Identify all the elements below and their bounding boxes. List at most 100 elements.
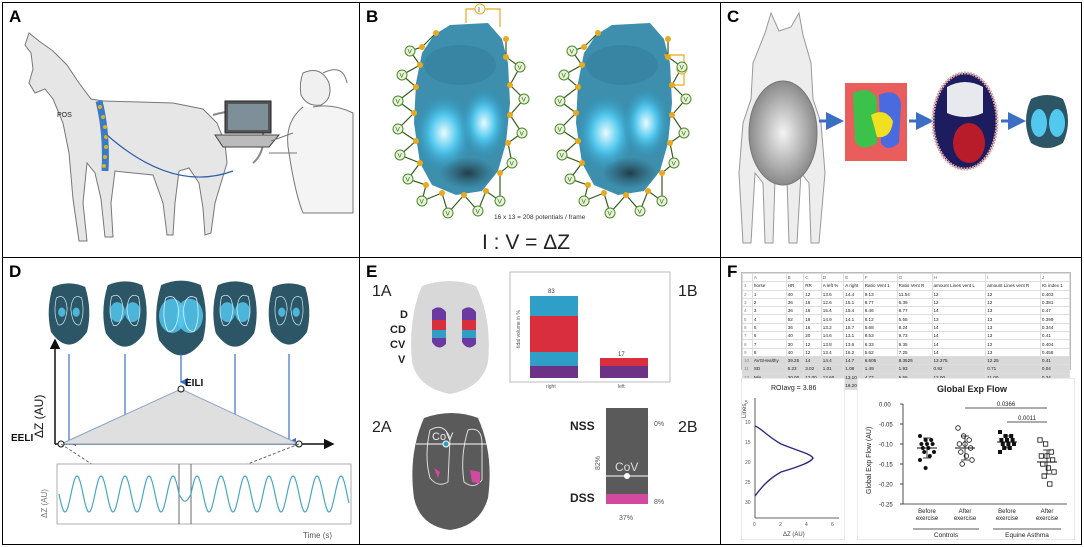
- voltmeter-icon: V: [516, 127, 528, 139]
- svg-text:V: V: [396, 99, 401, 106]
- roi-y-tick: 15: [745, 440, 751, 446]
- gef-point: [1038, 453, 1044, 459]
- svg-text:V: V: [684, 97, 689, 104]
- gef-point: [1045, 465, 1051, 471]
- cov-thorax: [412, 413, 490, 530]
- sub-2a: 2A: [372, 419, 392, 436]
- model-pipeline: [738, 11, 1068, 244]
- region-d: D: [400, 309, 408, 321]
- panel-c-label: C: [727, 7, 740, 26]
- panel-c: C: [720, 2, 1082, 258]
- roi-curve: [754, 425, 814, 497]
- gef-point: [956, 441, 963, 447]
- voltmeter-icon: V: [558, 69, 570, 81]
- gef-point: [969, 457, 975, 463]
- gef-x-labels: BeforeexerciseAfterexerciseBeforeexercis…: [913, 509, 1061, 539]
- eit-frame-1: [48, 283, 90, 345]
- electrode-dot: [579, 62, 585, 68]
- voltmeter-icon: V: [656, 195, 668, 207]
- pct-below: 37%: [619, 515, 633, 522]
- electrode-dot: [503, 36, 509, 42]
- panel-b-label: B: [366, 7, 379, 26]
- pos-label: POS: [57, 112, 72, 119]
- foal-silhouette: [24, 32, 228, 242]
- gef-point: [1042, 441, 1049, 447]
- svg-text:V: V: [446, 211, 451, 218]
- electrode-dot: [573, 110, 579, 116]
- gef-point: [1000, 442, 1005, 446]
- gef-point: [1009, 434, 1014, 438]
- ventilation-curve-diagram: ΔZ (AU) EELI EILI ΔZ (AU) Time (s): [11, 280, 352, 540]
- voltmeter-icon: V: [566, 45, 578, 57]
- electrode-dot: [461, 192, 467, 198]
- cable: [106, 134, 234, 178]
- panel-b: B: [359, 2, 721, 258]
- gef-point: [998, 430, 1002, 434]
- svg-text:V: V: [582, 199, 587, 206]
- gef-point: [966, 437, 972, 443]
- gef-point: [1048, 449, 1054, 455]
- cov-label-2a: CoV: [432, 431, 454, 443]
- roi-title: ROIavg = 3.86: [771, 385, 816, 392]
- eili-label: EILI: [185, 378, 204, 389]
- voltmeter-icon: V: [404, 45, 416, 57]
- svg-text:V: V: [396, 127, 401, 134]
- potentials-count: 16 x 13 = 208 potentials / frame: [494, 214, 586, 221]
- pct-bottom: 8%: [654, 499, 664, 506]
- svg-text:V: V: [520, 131, 525, 138]
- voltmeter-icon: V: [402, 173, 414, 185]
- impedance-waveform: [58, 475, 350, 513]
- svg-text:V: V: [518, 65, 523, 72]
- voltmeter-icon: V: [442, 207, 454, 219]
- voltmeter-icon: V: [494, 195, 506, 207]
- gef-x-label: After: [1041, 509, 1054, 515]
- voltmeter-icon: V: [394, 149, 406, 161]
- panel-f-label: F: [727, 262, 738, 281]
- horse-front-view: [738, 11, 826, 244]
- gef-x-label: exercise: [1036, 516, 1059, 522]
- svg-text:left: left: [618, 384, 625, 390]
- voltmeter-icon: V: [518, 93, 530, 105]
- roi-y-tick: 10: [745, 420, 751, 426]
- gef-ylabel: Global Exp Flow (AU): [866, 427, 873, 494]
- roi-x-tick: 4: [805, 522, 808, 528]
- gef-x-label: Before: [998, 509, 1016, 515]
- svg-text:I: I: [478, 7, 480, 14]
- cov-bar: [606, 408, 648, 504]
- waveform-box: [56, 463, 352, 525]
- eeli-label: EELI: [11, 433, 33, 444]
- gef-point: [999, 438, 1004, 442]
- gef-point: [923, 466, 928, 470]
- voltmeter-icon: V: [392, 123, 404, 135]
- voltmeter-icon: V: [668, 157, 680, 169]
- gef-point: [1047, 481, 1053, 487]
- electrode-dot: [411, 110, 417, 116]
- roi-x-tick: 6: [831, 522, 834, 528]
- regional-thorax: [411, 281, 489, 394]
- svg-text:tidal volume in %: tidal volume in %: [516, 310, 522, 348]
- sub-1a: 1A: [372, 283, 392, 300]
- gef-point: [918, 434, 922, 438]
- gef-point: [1012, 442, 1016, 446]
- svg-text:17: 17: [618, 352, 625, 358]
- finite-element-mesh: [931, 71, 999, 171]
- gef-point: [930, 442, 935, 446]
- gef-y-tick: 0.00: [879, 403, 891, 409]
- svg-text:V: V: [568, 177, 573, 184]
- gef-group-label: Equine Asthma: [1005, 532, 1049, 539]
- sub-1b: 1B: [678, 283, 698, 300]
- svg-text:V: V: [522, 97, 527, 104]
- gef-x-label: Before: [918, 509, 936, 515]
- voltmeter-icon: V: [634, 205, 646, 217]
- segmented-ct: [845, 83, 907, 161]
- gef-point: [932, 450, 936, 454]
- electrode-dot: [581, 44, 587, 50]
